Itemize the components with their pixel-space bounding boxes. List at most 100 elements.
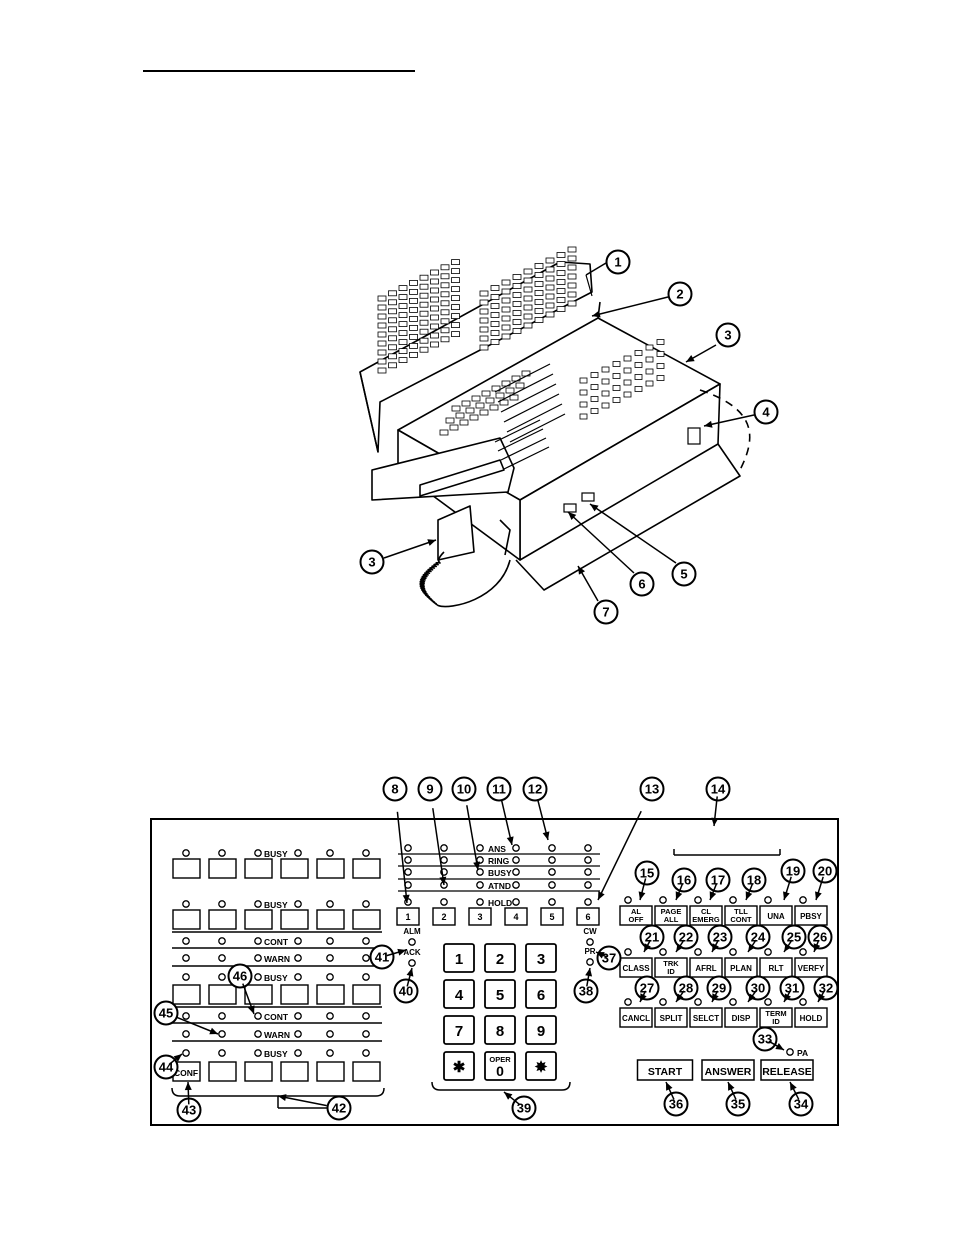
function-key-label: ID bbox=[772, 1017, 780, 1026]
display-line bbox=[500, 437, 547, 461]
indicator-lamp bbox=[294, 900, 302, 908]
callout-number: 34 bbox=[794, 1097, 809, 1112]
indicator-lamp bbox=[362, 954, 370, 962]
line-key bbox=[208, 984, 237, 1005]
ack-label: ACK bbox=[403, 948, 421, 957]
function-key-label: RLT bbox=[769, 964, 784, 973]
cont-label: CONT bbox=[264, 1012, 289, 1022]
console-key bbox=[590, 396, 599, 402]
console-key bbox=[377, 349, 387, 356]
position-key bbox=[468, 907, 492, 926]
control-key-label: ANSWER bbox=[705, 1066, 752, 1078]
console-key bbox=[398, 321, 408, 328]
console-key bbox=[612, 373, 621, 379]
callout-number: 15 bbox=[640, 866, 654, 881]
console-key bbox=[388, 353, 397, 360]
console-key bbox=[419, 283, 429, 290]
callout-number: 26 bbox=[813, 930, 827, 945]
function-key-label: AL bbox=[631, 907, 641, 916]
function-lamp bbox=[694, 998, 702, 1006]
console-key bbox=[534, 281, 544, 287]
arrowhead bbox=[686, 355, 695, 362]
arrowhead bbox=[247, 1005, 255, 1014]
console-key bbox=[471, 395, 481, 402]
arrowhead bbox=[712, 993, 719, 1002]
console-key bbox=[601, 402, 610, 409]
display-line bbox=[503, 393, 560, 423]
function-key bbox=[794, 1007, 828, 1028]
function-key bbox=[654, 1007, 688, 1028]
indicator-lamp bbox=[294, 1030, 302, 1038]
console-key bbox=[409, 288, 418, 295]
control-key bbox=[701, 1059, 755, 1081]
keypad-key bbox=[525, 943, 557, 973]
function-key bbox=[619, 957, 653, 978]
display-line bbox=[500, 383, 557, 413]
indicator-lamp bbox=[218, 937, 226, 945]
indicator-lamp bbox=[548, 868, 556, 876]
indicator-lamp bbox=[294, 954, 302, 962]
console-key bbox=[409, 315, 418, 322]
console-key bbox=[409, 351, 418, 358]
console-key bbox=[451, 322, 460, 329]
indicator-lamp bbox=[182, 1049, 190, 1057]
callout-number: 14 bbox=[711, 782, 726, 797]
arrowhead bbox=[184, 1082, 192, 1091]
callout-circle bbox=[781, 924, 807, 950]
console-key bbox=[388, 335, 397, 342]
indicator-label: ATND bbox=[488, 881, 511, 891]
indicator-lamp bbox=[512, 844, 520, 852]
leader-line bbox=[277, 1095, 327, 1107]
control-key bbox=[636, 1059, 694, 1081]
console-key bbox=[523, 304, 533, 311]
arrowhead bbox=[813, 943, 821, 952]
callout-number: 23 bbox=[713, 930, 727, 945]
console-key bbox=[485, 397, 495, 404]
keypad-digit: 1 bbox=[455, 951, 463, 968]
function-key-label: CLASS bbox=[622, 964, 650, 973]
callout-number: 11 bbox=[492, 782, 506, 797]
function-key-label: TERM bbox=[765, 1009, 786, 1018]
keypad-key bbox=[525, 1015, 557, 1045]
console-key bbox=[501, 297, 511, 304]
console-key bbox=[388, 308, 397, 315]
line-key bbox=[172, 984, 201, 1005]
console-key bbox=[567, 282, 577, 289]
console-key bbox=[398, 285, 408, 292]
console-key bbox=[534, 263, 544, 269]
arrowhead bbox=[209, 1027, 218, 1035]
cont-label: CONT bbox=[264, 937, 289, 947]
console-key bbox=[490, 294, 500, 300]
indicator-lamp bbox=[362, 849, 370, 857]
console-key bbox=[501, 315, 511, 322]
function-key-label: ID bbox=[667, 967, 675, 976]
callout-number: 40 bbox=[399, 984, 413, 999]
console-key bbox=[419, 319, 429, 326]
console-key bbox=[523, 286, 533, 293]
console-key bbox=[451, 295, 460, 302]
callout-number: 36 bbox=[669, 1097, 683, 1112]
console-key bbox=[545, 257, 555, 264]
indicator-label: HOLD bbox=[488, 898, 512, 908]
indicator-lamp bbox=[294, 973, 302, 981]
leader-line bbox=[703, 414, 755, 427]
callout-circle bbox=[451, 776, 477, 802]
callout-number: 3 bbox=[724, 328, 731, 343]
function-key bbox=[689, 957, 723, 978]
line-key bbox=[280, 1061, 309, 1082]
console-key bbox=[501, 324, 511, 331]
console-key bbox=[612, 361, 621, 367]
position-key-number: 3 bbox=[477, 912, 482, 922]
callout-number: 2 bbox=[676, 287, 683, 302]
oper-label: OPER bbox=[489, 1055, 511, 1064]
arrowhead bbox=[278, 1094, 287, 1101]
callout-number: 29 bbox=[712, 981, 726, 996]
indicator-lamp bbox=[254, 1030, 262, 1038]
indicator-lamp bbox=[218, 849, 226, 857]
callout-circle bbox=[745, 975, 771, 1001]
indicator-lamp bbox=[254, 954, 262, 962]
indicator-lamp bbox=[182, 937, 190, 945]
line-key bbox=[352, 1061, 381, 1082]
indicator-lamp bbox=[254, 937, 262, 945]
function-lamp bbox=[729, 948, 737, 956]
